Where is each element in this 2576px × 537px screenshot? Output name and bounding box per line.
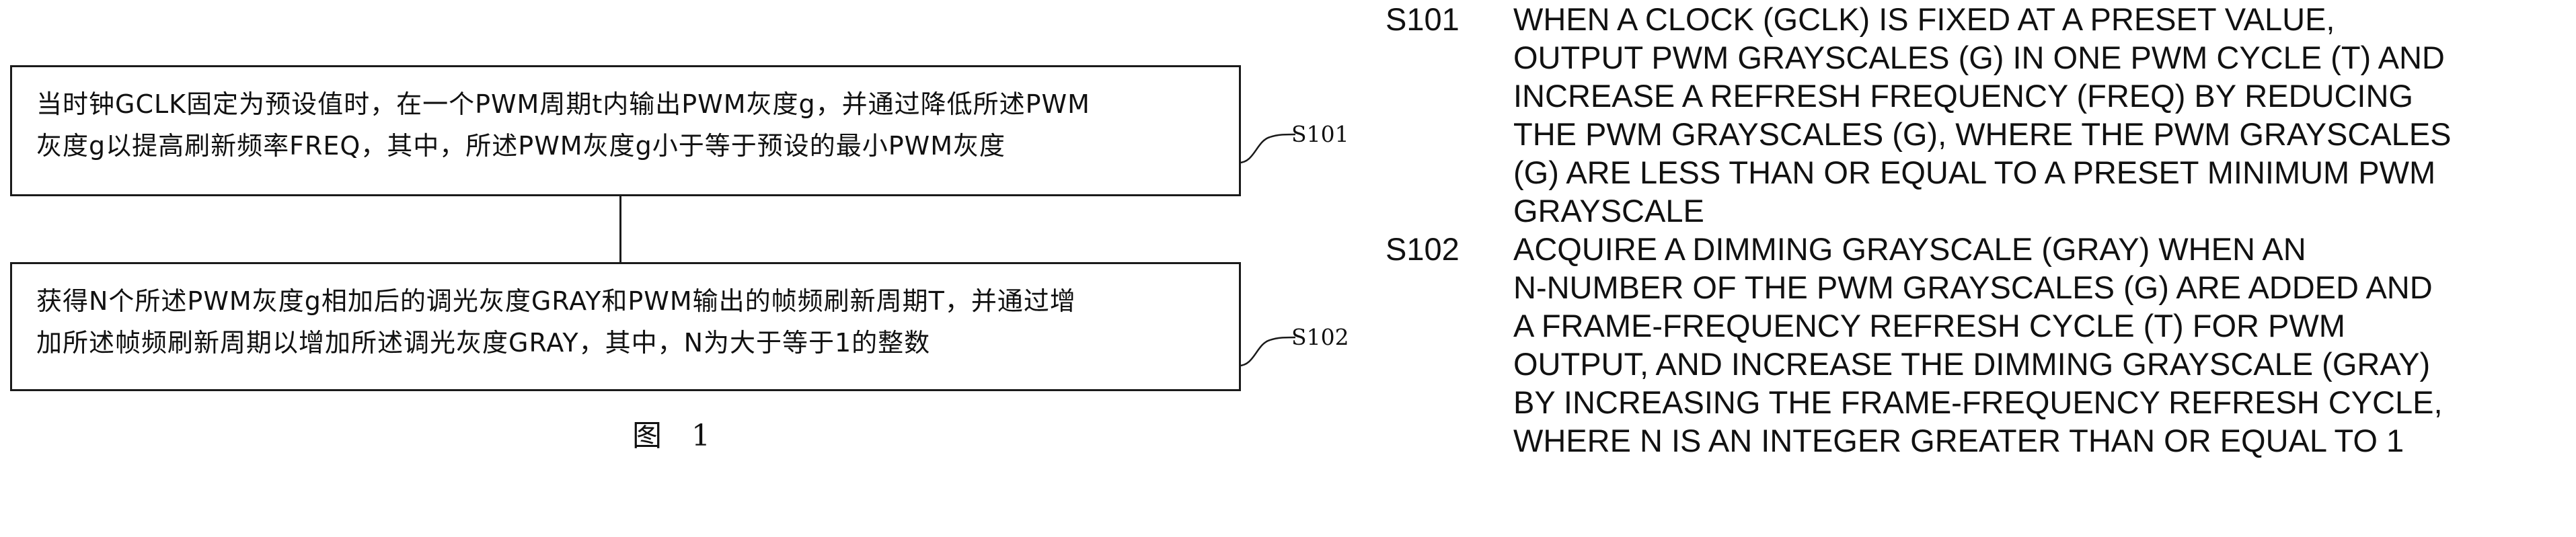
step-box-s101: 当时钟GCLK固定为预设值时，在一个PWM周期t内输出PWM灰度g，并通过降低所… (10, 65, 1241, 196)
description-entry-s101: S101 WHEN A CLOCK (GCLK) IS FIXED AT A P… (1386, 0, 2569, 230)
step-box-s102: 获得N个所述PWM灰度g相加后的调光灰度GRAY和PWM输出的帧频刷新周期T，并… (10, 262, 1241, 391)
description-entry-s102: S102 ACQUIRE A DIMMING GRAYSCALE (GRAY) … (1386, 230, 2569, 460)
leader-line-s101 (1238, 133, 1296, 164)
description-column: S101 WHEN A CLOCK (GCLK) IS FIXED AT A P… (1386, 0, 2569, 460)
figure-caption: 图 1 (632, 419, 710, 453)
step-tag-s102: S102 (1291, 324, 1349, 350)
description-line: THE PWM GRAYSCALES (G), WHERE THE PWM GR… (1513, 116, 2452, 152)
description-line: OUTPUT, AND INCREASE THE DIMMING GRAYSCA… (1513, 346, 2431, 382)
description-line: INCREASE A REFRESH FREQUENCY (FREQ) BY R… (1513, 78, 2413, 114)
description-line: (G) ARE LESS THAN OR EQUAL TO A PRESET M… (1513, 155, 2436, 190)
description-text: WHEN A CLOCK (GCLK) IS FIXED AT A PRESET… (1513, 0, 2569, 230)
step-tag-s101: S101 (1291, 121, 1349, 147)
description-line: N-NUMBER OF THE PWM GRAYSCALES (G) ARE A… (1513, 270, 2433, 305)
description-line: WHEN A CLOCK (GCLK) IS FIXED AT A PRESET… (1513, 1, 2335, 37)
flow-connector (619, 196, 621, 262)
description-text: ACQUIRE A DIMMING GRAYSCALE (GRAY) WHEN … (1513, 230, 2569, 460)
description-label: S101 (1386, 1, 1460, 37)
description-line: ACQUIRE A DIMMING GRAYSCALE (GRAY) WHEN … (1513, 231, 2306, 267)
step-text-line: 当时钟GCLK固定为预设值时，在一个PWM周期t内输出PWM灰度g，并通过降低所… (36, 89, 1090, 119)
step-text-line: 加所述帧频刷新周期以增加所述调光灰度GRAY，其中，N为大于等于1的整数 (36, 328, 931, 358)
description-label: S102 (1386, 231, 1460, 267)
description-line: OUTPUT PWM GRAYSCALES (G) IN ONE PWM CYC… (1513, 40, 2445, 75)
step-text-line: 获得N个所述PWM灰度g相加后的调光灰度GRAY和PWM输出的帧频刷新周期T，并… (36, 286, 1076, 316)
description-line: GRAYSCALE (1513, 193, 1704, 229)
description-line: WHERE N IS AN INTEGER GREATER THAN OR EQ… (1513, 423, 2404, 458)
description-line: BY INCREASING THE FRAME-FREQUENCY REFRES… (1513, 384, 2443, 420)
description-line: A FRAME-FREQUENCY REFRESH CYCLE (T) FOR … (1513, 308, 2345, 343)
leader-line-s102 (1238, 336, 1296, 367)
step-text-line: 灰度g以提高刷新频率FREQ，其中，所述PWM灰度g小于等于预设的最小PWM灰度 (36, 131, 1006, 161)
